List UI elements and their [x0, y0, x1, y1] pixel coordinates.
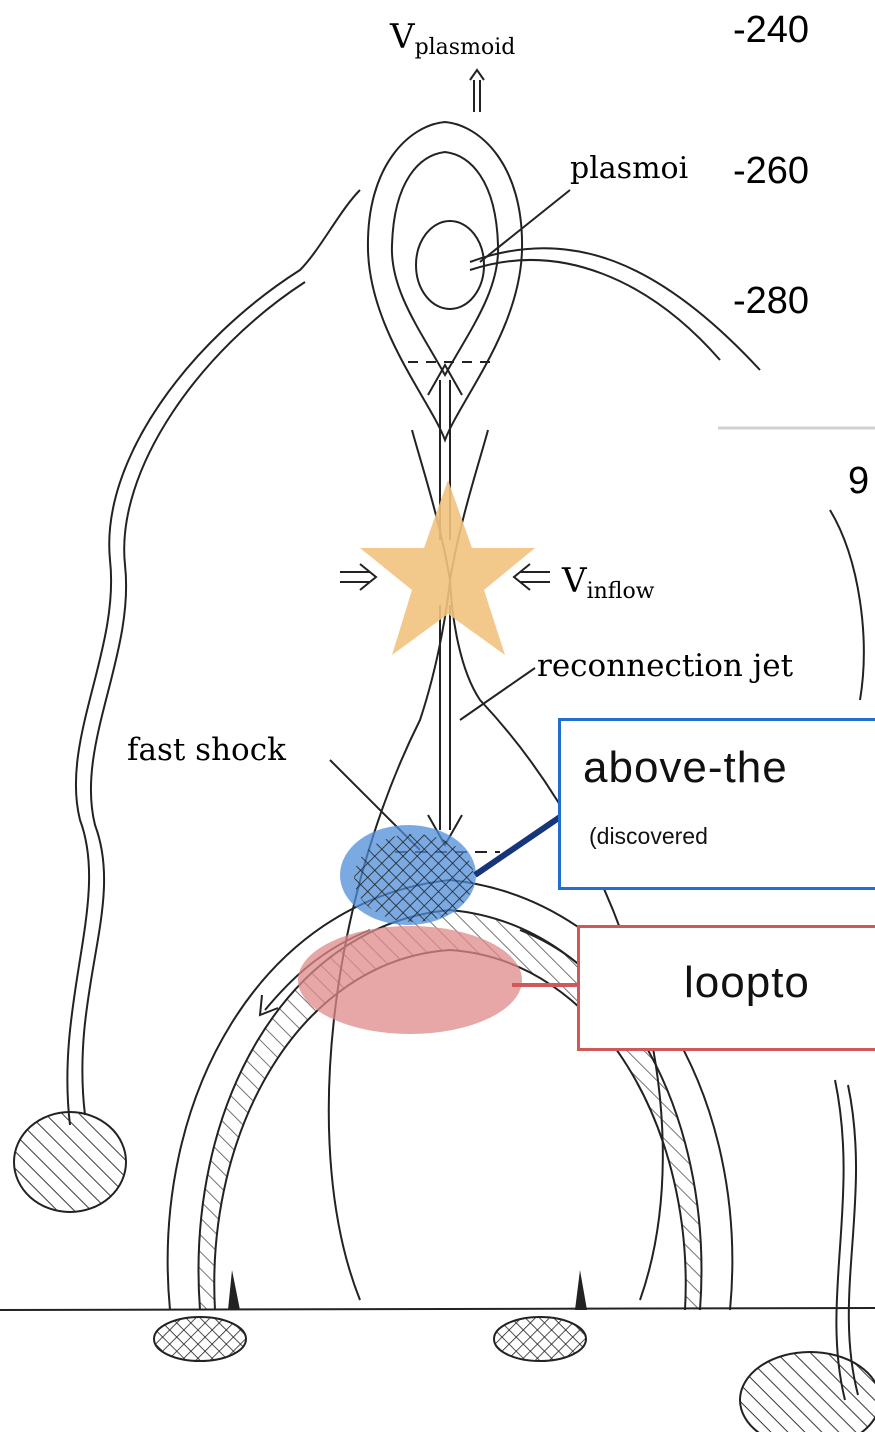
reconnection-point-star-icon — [360, 480, 535, 655]
reconnection-jet-label: reconnection jet — [537, 648, 794, 684]
footpoint-left — [154, 1317, 246, 1361]
plasmoid-label: plasmoi — [570, 151, 688, 186]
inflow-left-arrowhead — [360, 564, 376, 590]
axis-fragment: -240 -260 -280 9 — [718, 0, 875, 502]
axis-tick-240: -240 — [733, 9, 809, 51]
field-line-right-outer — [830, 510, 864, 700]
plasmoid-middle — [392, 152, 498, 375]
v-inflow-label: Vinflow — [561, 561, 655, 604]
field-line-right-lower — [835, 1080, 845, 1400]
v-plasmoid-label: Vplasmoid — [389, 17, 515, 60]
footpoint-right — [494, 1317, 586, 1361]
looptop-callout: loopto — [577, 925, 875, 1051]
above-the-connector — [475, 817, 560, 875]
looptop-source — [298, 926, 522, 1034]
plasmoid-core — [416, 221, 484, 309]
axis-tick-260: -260 — [733, 150, 809, 192]
jet-up-arrowhead — [428, 365, 462, 395]
solar-surface-line — [0, 1308, 875, 1310]
loop-leg-arrow-left — [228, 1270, 240, 1310]
above-the-looptop-crosshatch — [354, 834, 474, 922]
axis-cut-label: 9 — [848, 460, 869, 502]
plasmoid-outer — [368, 122, 522, 440]
field-line-arc-2 — [470, 248, 760, 370]
axis-panel — [728, 0, 875, 430]
above-the-looptop-callout: above-the (discovered — [558, 718, 875, 890]
axis-tick-280: -280 — [733, 280, 809, 322]
above-the-callout-subtitle: (discovered — [589, 823, 708, 850]
field-line-right-lower-2 — [848, 1085, 858, 1395]
above-the-callout-title: above-the — [583, 743, 788, 793]
jet-leader — [460, 668, 535, 720]
fast-shock-label: fast shock — [127, 732, 286, 768]
plasmoid-leader — [480, 190, 570, 262]
inflow-right-arrowhead — [514, 564, 530, 590]
vplasmoid-arrowhead — [470, 70, 484, 80]
looptop-callout-title: loopto — [684, 958, 810, 1008]
field-line-arc-1 — [470, 260, 720, 360]
field-line-left-outer-2 — [82, 282, 305, 1115]
footpoint-right-hatched — [740, 1352, 875, 1432]
loop-leg-arrow-right — [575, 1270, 587, 1310]
footpoint-left-hatched — [14, 1112, 126, 1212]
